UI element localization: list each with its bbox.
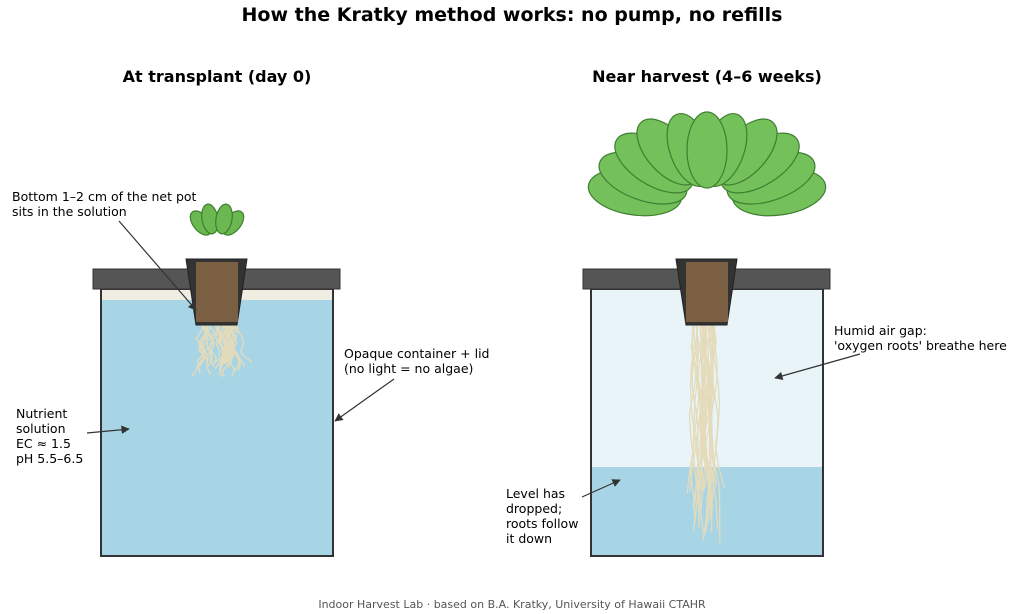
arrow-nutrient bbox=[86, 425, 130, 434]
footer-credit: Indoor Harvest Lab · based on B.A. Kratk… bbox=[318, 598, 706, 611]
arrow-net-pot bbox=[118, 220, 197, 311]
annotation-level: Level has dropped; roots follow it down bbox=[506, 486, 582, 546]
annotation-container: Opaque container + lid (no light = no al… bbox=[344, 346, 493, 376]
left-growing-medium bbox=[196, 262, 238, 322]
panel-right-subtitle: Near harvest (4–6 weeks) bbox=[592, 67, 822, 86]
root-strand bbox=[215, 321, 227, 357]
arrow-container bbox=[334, 378, 395, 422]
annotation-air-gap: Humid air gap: 'oxygen roots' breathe he… bbox=[834, 323, 1007, 353]
panel-right bbox=[582, 111, 831, 557]
root-strand bbox=[224, 321, 233, 365]
root-strand bbox=[231, 321, 253, 363]
left-roots bbox=[191, 321, 253, 378]
arrow-air-gap bbox=[774, 353, 861, 380]
right-mature-plant bbox=[587, 111, 827, 217]
arrow-level bbox=[581, 479, 621, 498]
root-strand bbox=[223, 321, 236, 377]
left-seedling bbox=[189, 203, 245, 236]
panel-left bbox=[92, 203, 341, 557]
root-strand bbox=[197, 321, 209, 361]
root-strand bbox=[702, 321, 717, 491]
right-growing-medium bbox=[686, 262, 728, 322]
root-strand bbox=[691, 321, 704, 497]
diagram-title: How the Kratky method works: no pump, no… bbox=[242, 4, 783, 26]
root-strand bbox=[219, 321, 234, 366]
panel-left-subtitle: At transplant (day 0) bbox=[123, 67, 312, 86]
annotation-net-pot: Bottom 1–2 cm of the net pot sits in the… bbox=[12, 189, 200, 219]
root-strand bbox=[689, 321, 699, 492]
root-strand bbox=[708, 321, 718, 487]
root-strand bbox=[205, 321, 216, 368]
root-strand bbox=[709, 321, 719, 509]
right-roots bbox=[686, 321, 725, 544]
root-strand bbox=[226, 321, 235, 369]
root-strand bbox=[689, 321, 700, 525]
root-strand bbox=[699, 321, 706, 534]
root-strand bbox=[202, 321, 216, 362]
root-strand bbox=[195, 321, 205, 368]
root-strand bbox=[227, 321, 246, 367]
root-strand bbox=[688, 321, 700, 509]
annotation-nutrient: Nutrient solution EC ≈ 1.5 pH 5.5–6.5 bbox=[16, 406, 83, 466]
